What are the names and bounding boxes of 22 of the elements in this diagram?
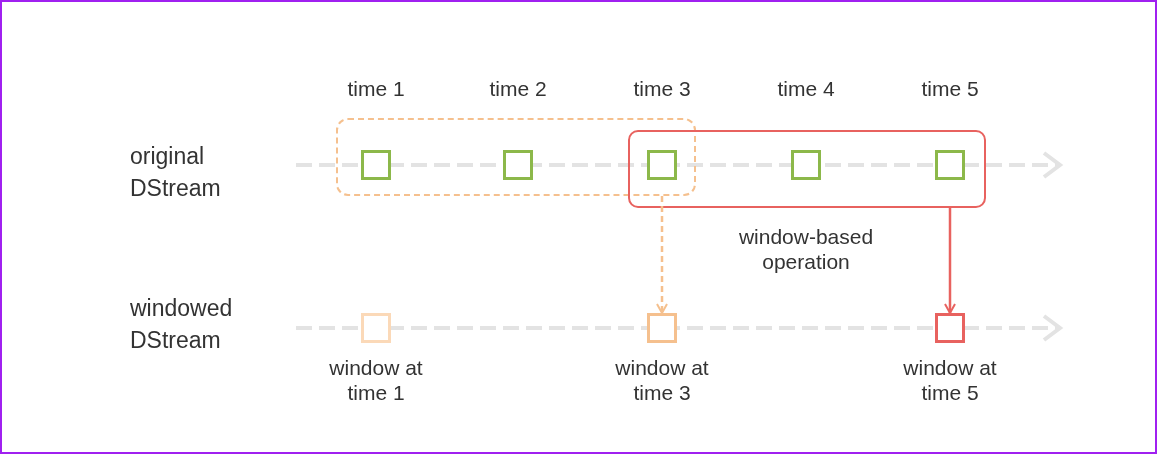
rdd-square — [935, 313, 965, 343]
time-label: time 3 — [632, 76, 692, 101]
arrow — [944, 208, 956, 314]
time-label: time 2 — [488, 76, 548, 101]
caption-text: window at time 5 — [902, 355, 998, 405]
rdd-square — [647, 313, 677, 343]
stream-label: original DStream — [130, 142, 222, 203]
rdd-square — [361, 150, 391, 180]
rdd-square — [647, 150, 677, 180]
rdd-square — [790, 149, 821, 180]
time-label: time 4 — [776, 76, 836, 101]
window-box — [628, 130, 986, 208]
time-label: time 1 — [346, 76, 406, 101]
caption-text: window at time 3 — [614, 355, 710, 405]
time-label: time 5 — [920, 76, 980, 101]
rdd-square — [503, 150, 533, 180]
arrow — [656, 196, 668, 314]
caption-text: window at time 1 — [328, 355, 424, 405]
rdd-square — [361, 313, 391, 343]
caption-text: window-based operation — [737, 224, 875, 274]
rdd-square — [934, 149, 965, 180]
stream-label: windowed DStream — [130, 294, 234, 355]
